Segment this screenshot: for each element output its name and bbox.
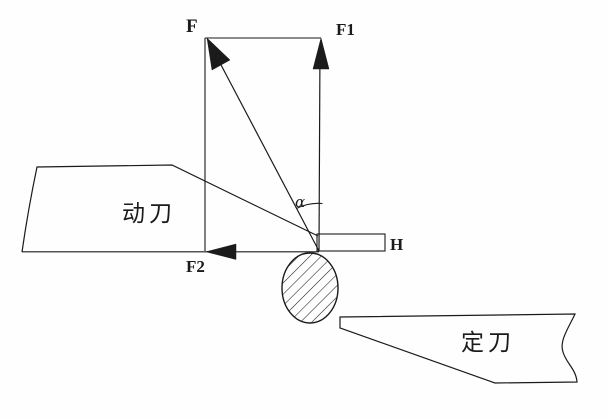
label-overlap-h: H bbox=[390, 235, 403, 254]
vector-f2-arrowhead bbox=[205, 243, 237, 260]
vector-f-line bbox=[209, 43, 320, 252]
angle-arc bbox=[296, 202, 323, 209]
vector-f1-arrowhead bbox=[312, 37, 330, 70]
fixed-blade-outline bbox=[339, 313, 578, 384]
label-fixed-blade: 定刀 bbox=[461, 330, 515, 356]
label-force-f1: F1 bbox=[336, 20, 355, 39]
label-angle-alpha: α bbox=[295, 193, 305, 211]
material-bar-circle bbox=[281, 252, 339, 324]
vector-f-arrowhead bbox=[206, 37, 231, 71]
moving-blade-outline bbox=[21, 164, 319, 253]
vector-f1-line bbox=[318, 43, 321, 252]
label-force-f2: F2 bbox=[186, 257, 205, 276]
label-moving-blade: 动刀 bbox=[122, 201, 176, 227]
overlap-height-rect bbox=[316, 233, 386, 252]
label-force-f: F bbox=[186, 16, 198, 37]
